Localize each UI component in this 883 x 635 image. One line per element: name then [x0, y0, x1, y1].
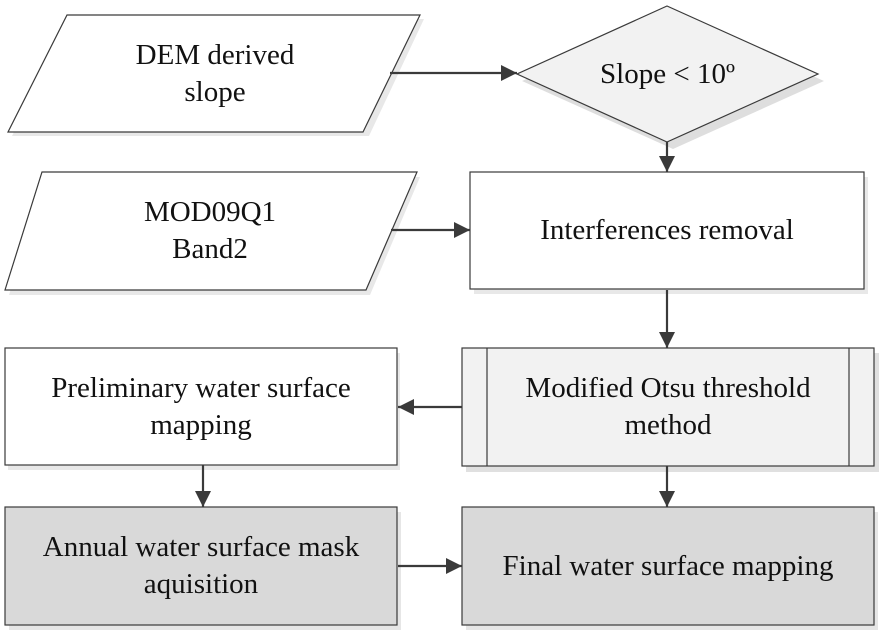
label-line: method [624, 409, 712, 441]
node-slope-decision [515, 5, 824, 149]
label-dem-slope: DEM derived slope [70, 15, 360, 132]
label-line: Modified Otsu threshold [525, 372, 811, 404]
label-line: Preliminary water surface [51, 371, 351, 404]
label-line: Slope < 10º [600, 57, 735, 90]
label-line: MOD09Q1 [143, 196, 277, 228]
label-otsu: Modified Otsu threshold method [487, 348, 849, 466]
node-otsu [461, 347, 879, 472]
label-interference-removal: Interferences removal [470, 172, 864, 289]
node-dem-slope [7, 14, 424, 136]
label-line: aquisition [143, 568, 259, 600]
label-preliminary-mapping: Preliminary water surface mapping [5, 348, 397, 465]
node-interference-removal [469, 171, 868, 294]
label-annual-mask: Annual water surface mask aquisition [5, 507, 397, 625]
label-slope-decision: Slope < 10º [517, 40, 818, 108]
node-preliminary-mapping [4, 347, 400, 470]
label-line: Annual water surface mask [42, 531, 360, 563]
node-annual-mask [4, 506, 401, 630]
node-final-mapping [461, 506, 878, 630]
label-final-mapping: Final water surface mapping [462, 507, 874, 625]
label-line: slope [184, 75, 246, 108]
label-line: Final water surface mapping [502, 549, 834, 582]
node-mod09q1 [4, 171, 420, 295]
label-line: Interferences removal [540, 214, 794, 246]
label-line: Band2 [172, 233, 248, 265]
label-line: mapping [150, 408, 252, 441]
label-line: DEM derived [135, 38, 295, 71]
